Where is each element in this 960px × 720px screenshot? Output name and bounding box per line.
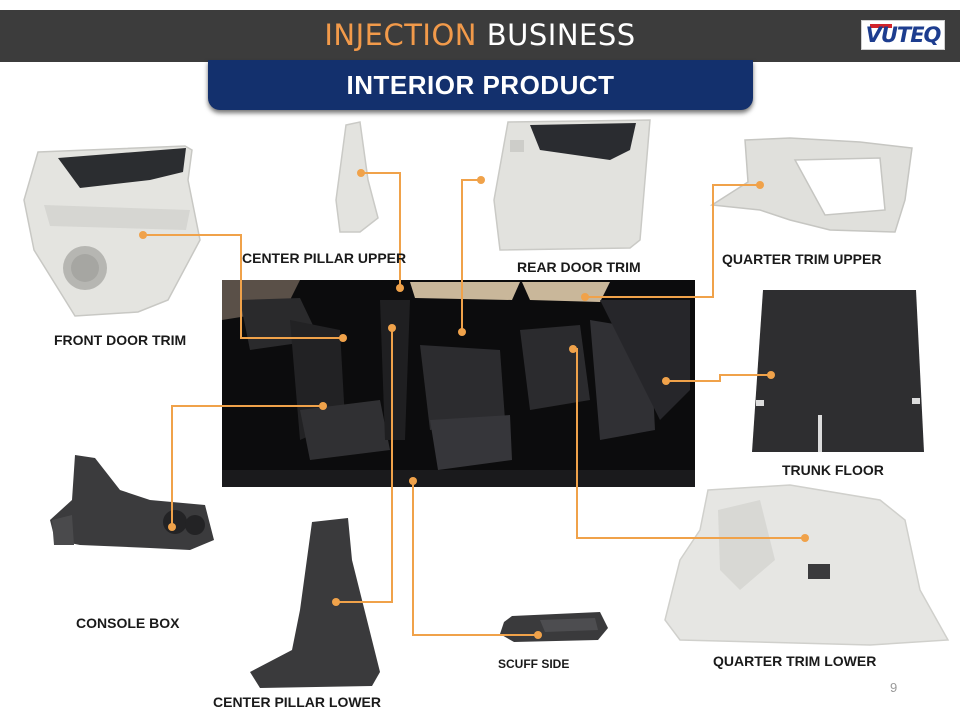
leader-dots bbox=[139, 169, 809, 639]
logo-red-bar bbox=[870, 24, 892, 28]
label-scuff-side: SCUFF SIDE bbox=[498, 657, 570, 671]
label-center-pillar-upper: CENTER PILLAR UPPER bbox=[242, 250, 407, 266]
page-number: 9 bbox=[890, 680, 898, 695]
leader-front-door-trim bbox=[143, 234, 343, 339]
trunk-floor-image bbox=[752, 290, 924, 452]
company-logo: VUTEQ bbox=[861, 20, 945, 50]
rear-door-trim-image bbox=[493, 119, 651, 251]
page-title: INJECTION BUSINESS bbox=[0, 18, 960, 52]
leader-console-box bbox=[171, 405, 323, 527]
title-rest: BUSINESS bbox=[477, 18, 636, 52]
quarter-trim-lower-image bbox=[664, 484, 950, 646]
section-banner: INTERIOR PRODUCT bbox=[208, 60, 753, 110]
title-accent: INJECTION bbox=[324, 18, 478, 52]
logo-text: VUTEQ bbox=[865, 23, 942, 47]
car-interior-photo bbox=[222, 280, 695, 487]
leader-center-pillar-upper bbox=[361, 172, 401, 288]
center-pillar-lower-image bbox=[250, 518, 380, 688]
label-quarter-trim-lower: QUARTER TRIM LOWER bbox=[713, 653, 877, 669]
leader-scuff-side bbox=[412, 481, 538, 636]
scuff-side-image bbox=[500, 612, 608, 642]
leader-center-pillar-lower bbox=[336, 328, 393, 603]
label-rear-door-trim: REAR DOOR TRIM bbox=[517, 259, 641, 275]
console-box-image bbox=[50, 455, 214, 550]
banner-text: INTERIOR PRODUCT bbox=[346, 70, 615, 100]
label-center-pillar-lower: CENTER PILLAR LOWER bbox=[213, 694, 381, 710]
label-front-door-trim: FRONT DOOR TRIM bbox=[54, 332, 187, 348]
leader-lines bbox=[143, 172, 805, 636]
quarter-trim-upper-image bbox=[709, 137, 913, 233]
front-door-trim-image bbox=[23, 145, 201, 317]
header-bar: INJECTION BUSINESS bbox=[0, 10, 960, 62]
leader-trunk-floor bbox=[666, 374, 771, 382]
center-pillar-upper-image bbox=[335, 121, 379, 233]
leader-rear-door-trim bbox=[461, 179, 481, 332]
leader-quarter-trim-upper bbox=[585, 184, 760, 298]
label-quarter-trim-upper: QUARTER TRIM UPPER bbox=[722, 251, 882, 267]
label-trunk-floor: TRUNK FLOOR bbox=[782, 462, 884, 478]
label-console-box: CONSOLE BOX bbox=[76, 615, 180, 631]
